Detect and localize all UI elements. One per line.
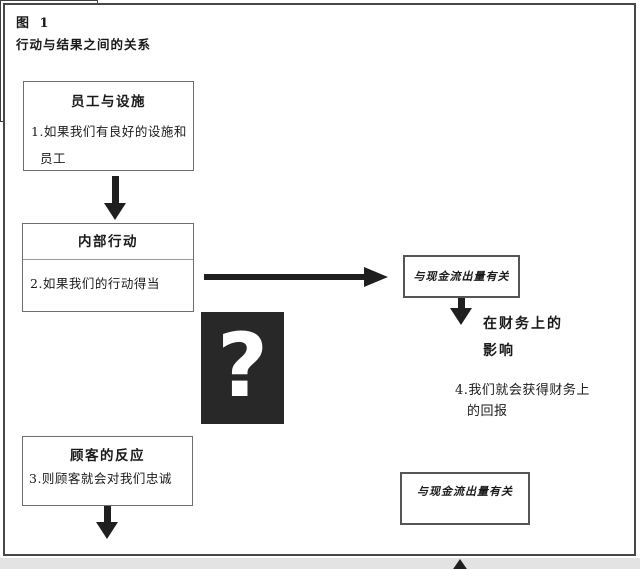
figure-label: 图 1: [16, 16, 52, 31]
internal-action-body: 2.如果我们的行动得当: [23, 270, 193, 297]
arrow-down-head: [96, 522, 118, 539]
financial-impact-line2: 的回报: [467, 404, 508, 419]
arrow-down-head: [104, 203, 126, 220]
arrow-stem: [112, 176, 119, 204]
staff-facilities-title: 员工与设施: [71, 94, 146, 110]
cash-outflow-bottom-box: 与现金流出量有关: [400, 472, 530, 525]
arrow-up-head: [449, 559, 471, 569]
financial-impact-heading-line2: 影响: [483, 343, 515, 359]
bottom-gray-strip: [0, 558, 640, 569]
arrow-down-head: [450, 308, 472, 325]
question-mark-box: ?: [201, 312, 284, 424]
staff-facilities-box: 员工与设施 1.如果我们有良好的设施和 员工: [23, 81, 194, 171]
internal-action-title: 内部行动: [23, 224, 193, 260]
financial-impact-line1: 4.我们就会获得财务上: [455, 383, 590, 398]
cash-outflow-top-box: 与现金流出量有关: [403, 255, 520, 298]
staff-facilities-line1: 1.如果我们有良好的设施和: [31, 124, 187, 139]
cash-outflow-top-label: 与现金流出量有关: [413, 270, 510, 283]
customer-reaction-box: 顾客的反应 3.则顾客就会对我们忠诚: [22, 436, 193, 506]
staff-facilities-line2: 员工: [40, 151, 67, 166]
arrow-stem: [104, 499, 111, 523]
cash-outflow-bottom-label: 与现金流出量有关: [417, 485, 513, 498]
financial-impact-heading-line1: 在财务上的: [483, 316, 563, 332]
staff-facilities-body: 1.如果我们有良好的设施和 员工: [24, 118, 193, 172]
arrow-stem: [458, 298, 465, 309]
internal-action-line1: 2.如果我们的行动得当: [30, 276, 160, 291]
arrow-stem: [204, 274, 364, 280]
financial-impact-body: 4.我们就会获得财务上 的回报: [455, 380, 590, 422]
customer-reaction-line1: 3.则顾客就会对我们忠诚: [29, 471, 172, 486]
question-mark-glyph: ?: [216, 314, 269, 417]
arrow-right-head: [364, 267, 388, 287]
figure-title: 行动与结果之间的关系: [16, 37, 152, 52]
financial-impact-heading: 在财务上的 影响: [483, 311, 563, 365]
customer-reaction-title: 顾客的反应: [70, 448, 145, 464]
internal-action-box: 内部行动 2.如果我们的行动得当: [22, 223, 194, 312]
customer-reaction-body: 3.则顾客就会对我们忠诚: [23, 468, 192, 490]
